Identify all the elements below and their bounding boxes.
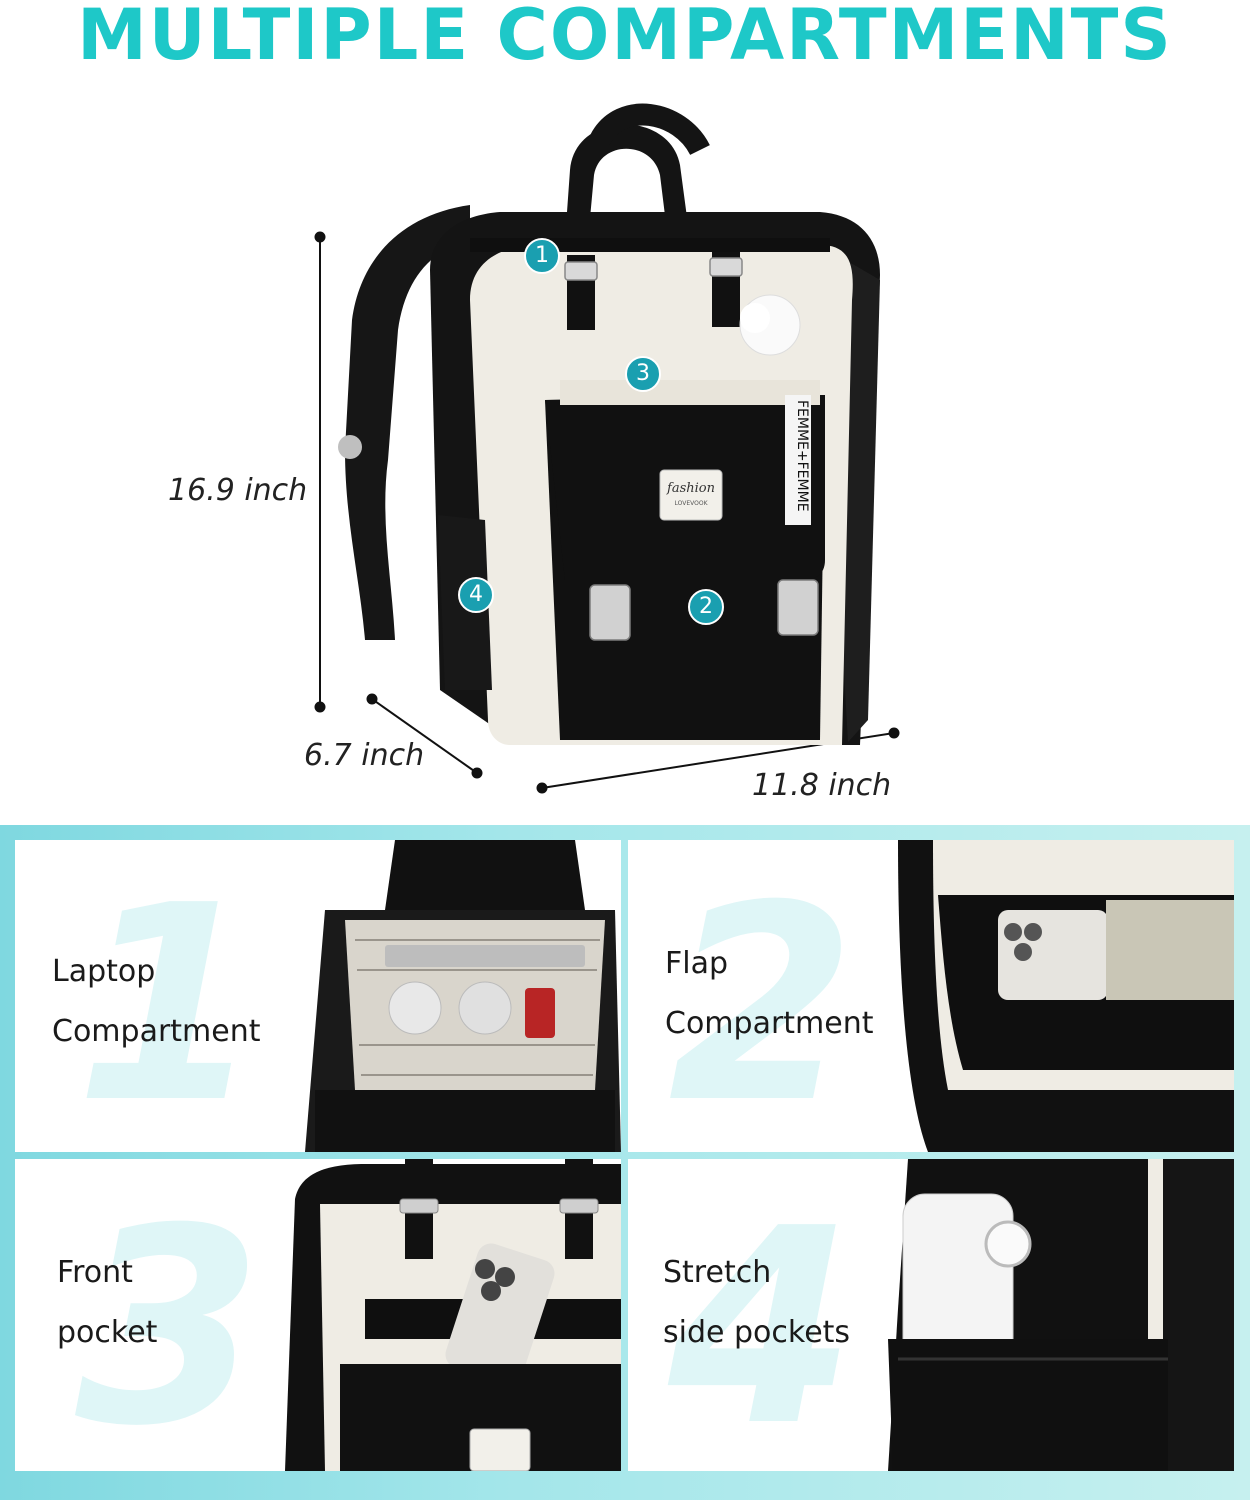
- side-pocket-image: [888, 1159, 1234, 1471]
- panel-flap-compartment: 2 Flap Compartment: [628, 840, 1234, 1152]
- panel-3-number: 3: [75, 1170, 263, 1471]
- panel-4-title: Stretch side pockets: [663, 1243, 850, 1363]
- width-dimension-label: 11.8 inch: [752, 768, 892, 803]
- depth-dimension-line: [366, 693, 483, 779]
- panel-laptop-compartment: 1 Laptop Compartment: [15, 840, 621, 1152]
- panel-side-pockets: 4 Stretch side pockets: [628, 1159, 1234, 1471]
- backpack-illustration: fashion LOVEVOOK FEMME+FEMME: [314, 103, 900, 794]
- compartment-badge-2: 2: [688, 589, 724, 625]
- height-dimension-label: 16.9 inch: [168, 473, 308, 508]
- panel-4-number: 4: [668, 1170, 856, 1471]
- panel-1-line-2: Compartment: [52, 1014, 261, 1049]
- patch-script-text: fashion: [666, 481, 715, 496]
- open-backpack-image: [305, 840, 621, 1152]
- panel-3-line-2: pocket: [57, 1315, 158, 1350]
- depth-dimension-label: 6.7 inch: [304, 738, 425, 773]
- strap-ribbon-text: FEMME+FEMME: [794, 400, 810, 512]
- flap-pocket-image: [898, 840, 1234, 1152]
- panel-1-line-1: Laptop: [52, 954, 156, 989]
- panel-1-number: 1: [75, 847, 263, 1152]
- panel-2-number: 2: [668, 847, 856, 1152]
- panel-4-line-2: side pockets: [663, 1315, 851, 1350]
- panel-2-line-1: Flap: [665, 946, 729, 981]
- compartment-badge-3: 3: [625, 356, 661, 392]
- front-pocket-image: [285, 1159, 621, 1471]
- panel-1-title: Laptop Compartment: [52, 942, 261, 1062]
- panel-2-title: Flap Compartment: [665, 934, 874, 1054]
- page-title: MULTIPLE COMPARTMENTS: [77, 0, 1173, 76]
- compartment-badge-4: 4: [458, 577, 494, 613]
- panel-3-title: Front pocket: [57, 1243, 157, 1363]
- panel-3-line-1: Front: [57, 1255, 133, 1290]
- panel-front-pocket: 3 Front pocket: [15, 1159, 621, 1471]
- compartment-badge-1: 1: [524, 238, 560, 274]
- patch-brand-text: LOVEVOOK: [674, 500, 708, 507]
- panel-4-line-1: Stretch: [663, 1255, 772, 1290]
- height-dimension-line: [314, 231, 326, 713]
- panel-2-line-2: Compartment: [665, 1006, 874, 1041]
- feature-grid: 1 Laptop Compartment 2: [0, 825, 1250, 1500]
